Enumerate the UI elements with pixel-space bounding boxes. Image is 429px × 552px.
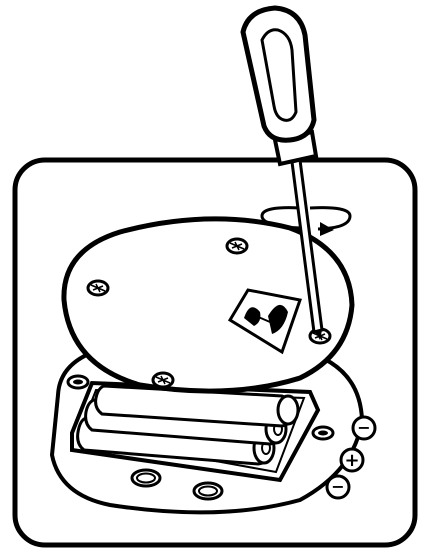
cover-label xyxy=(227,288,302,355)
base-hole-right-inner xyxy=(318,430,328,436)
rotation-arrow-icon xyxy=(260,206,352,236)
battery-cover xyxy=(61,216,355,394)
polarity-marker-bottom: − xyxy=(325,474,351,500)
screw-icon xyxy=(151,371,175,389)
screwdriver-icon xyxy=(240,5,324,340)
battery-icon xyxy=(94,384,300,428)
polarity-symbol-positive: + xyxy=(344,450,359,471)
hand-logo-icon xyxy=(244,304,288,334)
screw-icon xyxy=(86,279,110,297)
polarity-symbol-negative: − xyxy=(357,418,370,437)
battery-compartment xyxy=(70,380,321,483)
foot-left-inner xyxy=(136,472,156,484)
polarity-marker-top: − xyxy=(351,415,377,441)
base-hole-left-inner xyxy=(73,379,83,385)
polarity-symbol-negative: − xyxy=(331,477,344,496)
polarity-marker-middle: + xyxy=(339,447,365,473)
screw-icon xyxy=(225,237,249,255)
foot-right-inner xyxy=(198,485,218,497)
